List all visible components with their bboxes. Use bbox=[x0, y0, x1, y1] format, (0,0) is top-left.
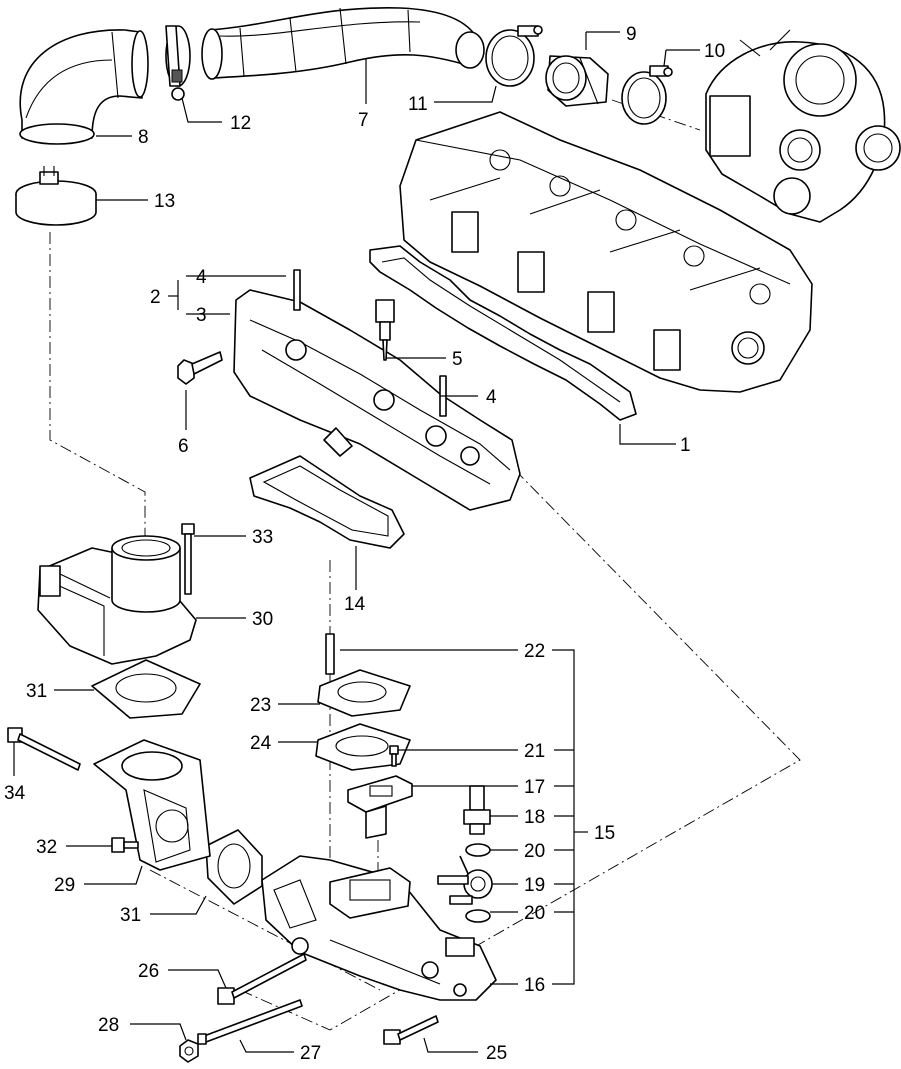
callout-6: 6 bbox=[178, 436, 189, 457]
part-20-washer-lower bbox=[465, 909, 491, 923]
callout-4-lower: 4 bbox=[486, 387, 497, 408]
callout-28: 28 bbox=[98, 1015, 119, 1036]
part-29-throttle-adapter bbox=[93, 739, 211, 871]
callout-26: 26 bbox=[138, 961, 159, 982]
callout-34: 34 bbox=[4, 783, 26, 804]
callout-29: 29 bbox=[54, 875, 75, 896]
callout-labels: 1 2 3 4 4 5 6 7 8 9 10 11 12 13 14 15 16… bbox=[4, 24, 725, 1064]
part-12-hose-clamp bbox=[165, 25, 191, 101]
callout-8: 8 bbox=[138, 127, 149, 148]
callout-27: 27 bbox=[300, 1043, 321, 1064]
callout-11: 11 bbox=[408, 94, 428, 115]
turbocharger bbox=[705, 29, 901, 223]
callout-32: 32 bbox=[36, 837, 57, 858]
part-4-stud-upper bbox=[293, 269, 301, 311]
callout-31-lower: 31 bbox=[120, 905, 141, 926]
cylinder-head bbox=[399, 111, 813, 393]
part-18-fitting bbox=[463, 785, 491, 835]
callout-13: 13 bbox=[154, 191, 175, 212]
callout-9: 9 bbox=[626, 24, 637, 45]
part-25-bolt bbox=[383, 1015, 439, 1045]
callout-33: 33 bbox=[252, 527, 273, 548]
part-7-intake-hose bbox=[201, 7, 485, 80]
callout-20-lower: 20 bbox=[524, 903, 545, 924]
part-20-washer-upper bbox=[465, 843, 491, 857]
callout-31-upper: 31 bbox=[26, 681, 47, 702]
callout-5: 5 bbox=[452, 349, 463, 370]
part-30-throttle-body bbox=[37, 535, 197, 665]
part-5-sensor bbox=[375, 299, 395, 361]
part-9-hose-coupling bbox=[545, 55, 609, 107]
callout-24: 24 bbox=[250, 733, 272, 754]
part-31-gasket-lower bbox=[205, 829, 263, 905]
part-19-banjo-fitting bbox=[437, 855, 493, 905]
part-32-bolt bbox=[111, 837, 139, 853]
callout-12: 12 bbox=[230, 113, 251, 134]
part-34-long-bolt bbox=[7, 727, 81, 771]
callout-20-upper: 20 bbox=[524, 841, 545, 862]
callout-21: 21 bbox=[524, 741, 545, 762]
callout-19: 19 bbox=[524, 875, 545, 896]
callout-3: 3 bbox=[196, 305, 207, 326]
part-21-screw bbox=[389, 745, 399, 767]
part-16-egr-housing bbox=[261, 855, 497, 1001]
part-1-manifold-gasket bbox=[369, 245, 637, 421]
callout-17: 17 bbox=[524, 777, 545, 798]
part-23-flange bbox=[317, 669, 411, 717]
part-13-hose-clamp bbox=[15, 166, 97, 226]
leader-lines bbox=[13, 31, 700, 1053]
callout-16: 16 bbox=[524, 975, 545, 996]
callout-2: 2 bbox=[150, 287, 161, 308]
callout-4-upper: 4 bbox=[196, 267, 207, 288]
part-10-hose-clamp bbox=[621, 65, 673, 125]
part-22-stud bbox=[325, 633, 335, 675]
part-26-bolt bbox=[217, 953, 307, 1005]
callout-30: 30 bbox=[252, 609, 273, 630]
part-24-gasket bbox=[315, 723, 411, 771]
part-8-elbow-hose bbox=[19, 29, 149, 145]
callout-14: 14 bbox=[344, 594, 366, 615]
callout-10: 10 bbox=[704, 41, 725, 62]
part-31-gasket-upper bbox=[91, 659, 201, 719]
part-3-intake-manifold bbox=[233, 289, 521, 511]
part-27-bolt bbox=[197, 999, 303, 1045]
callout-25: 25 bbox=[486, 1043, 507, 1064]
callout-7: 7 bbox=[358, 110, 369, 131]
part-14-gasket bbox=[249, 455, 405, 549]
part-11-hose-clamp bbox=[485, 25, 543, 87]
part-28-nut bbox=[179, 1039, 199, 1063]
callout-22: 22 bbox=[524, 641, 545, 662]
callout-1: 1 bbox=[680, 435, 691, 456]
callout-23: 23 bbox=[250, 695, 271, 716]
part-33-bolt bbox=[181, 523, 195, 595]
callout-18: 18 bbox=[524, 807, 545, 828]
part-17-valve-plate bbox=[347, 775, 413, 839]
part-6-bolt bbox=[177, 351, 223, 385]
callout-15: 15 bbox=[594, 823, 615, 844]
